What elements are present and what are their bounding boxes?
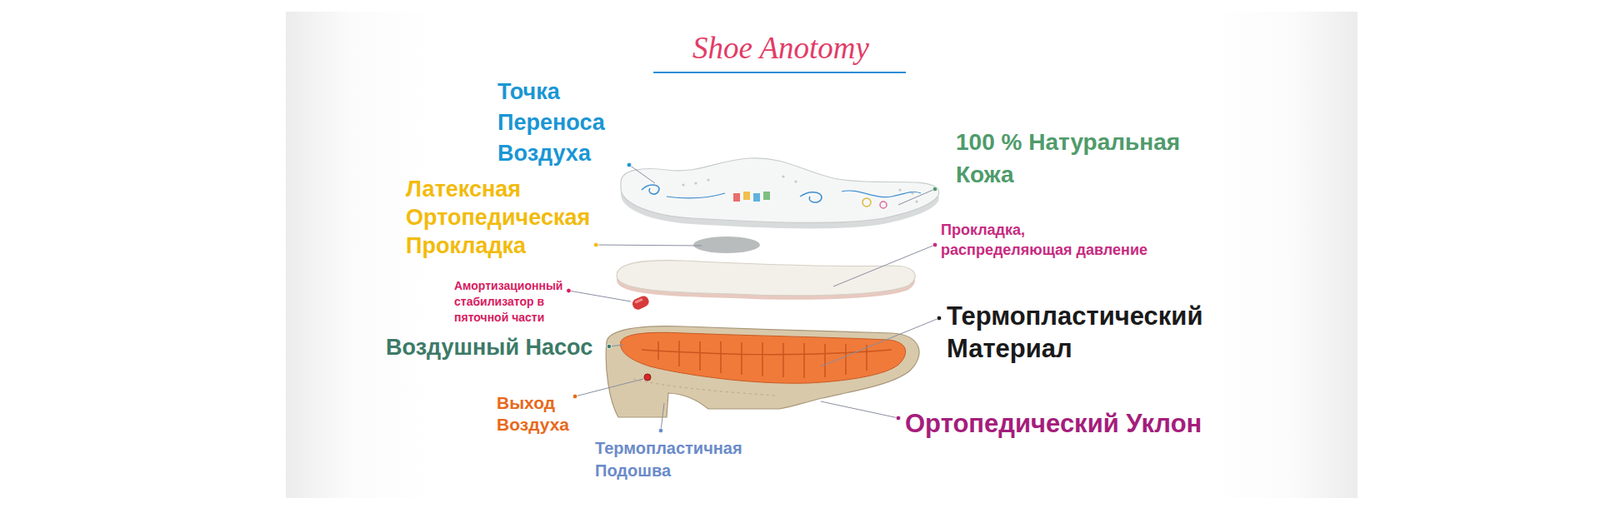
leather-insole [620, 158, 940, 230]
leader-dot [932, 242, 938, 248]
pressure-insole [616, 260, 915, 300]
leader-line [629, 165, 655, 184]
leader-line [568, 290, 631, 302]
leader-dot [606, 344, 612, 350]
leader-line [820, 318, 940, 367]
callout-label: Амортизационный стабилизатор в пяточной … [454, 278, 573, 326]
leader-dot [566, 288, 572, 294]
title-underline [653, 71, 906, 74]
callout-label: Точка Переноса Воздуха [497, 76, 640, 170]
callout-label: Латексная Ортопедическая Прокладка [405, 175, 610, 260]
leader-line [575, 379, 644, 397]
leader-dot [626, 162, 632, 168]
leader-dot [936, 315, 942, 321]
callout-label: 100 % Натуральная Кожа [955, 125, 1206, 191]
leader-line [833, 245, 935, 287]
leader-line [820, 401, 899, 419]
latex-pad [693, 236, 760, 254]
leader-line [595, 245, 702, 246]
heel-stabilizer [630, 294, 651, 311]
leader-dot [932, 186, 938, 192]
leader-line [660, 403, 665, 431]
callout-label: Термопластичная Подошва [595, 437, 762, 483]
leader-dot [572, 394, 578, 400]
callout-label: Воздушный Насос [385, 333, 593, 362]
thermoplastic-sole [605, 326, 920, 418]
diagram-title: Shoe Anotomy [572, 30, 990, 66]
callout-label: Ортопедический Уклон [905, 408, 1202, 440]
callout-label: Прокладка, распределяющая давление [940, 220, 1153, 260]
callout-label: Выход Воздуха [496, 392, 580, 436]
leader-line [898, 189, 935, 205]
air-outlet [644, 374, 651, 381]
leader-dot [658, 428, 664, 434]
callout-label: Термопластический Материал [946, 300, 1247, 365]
leader-dot [895, 415, 901, 421]
leader-dot [593, 242, 599, 248]
